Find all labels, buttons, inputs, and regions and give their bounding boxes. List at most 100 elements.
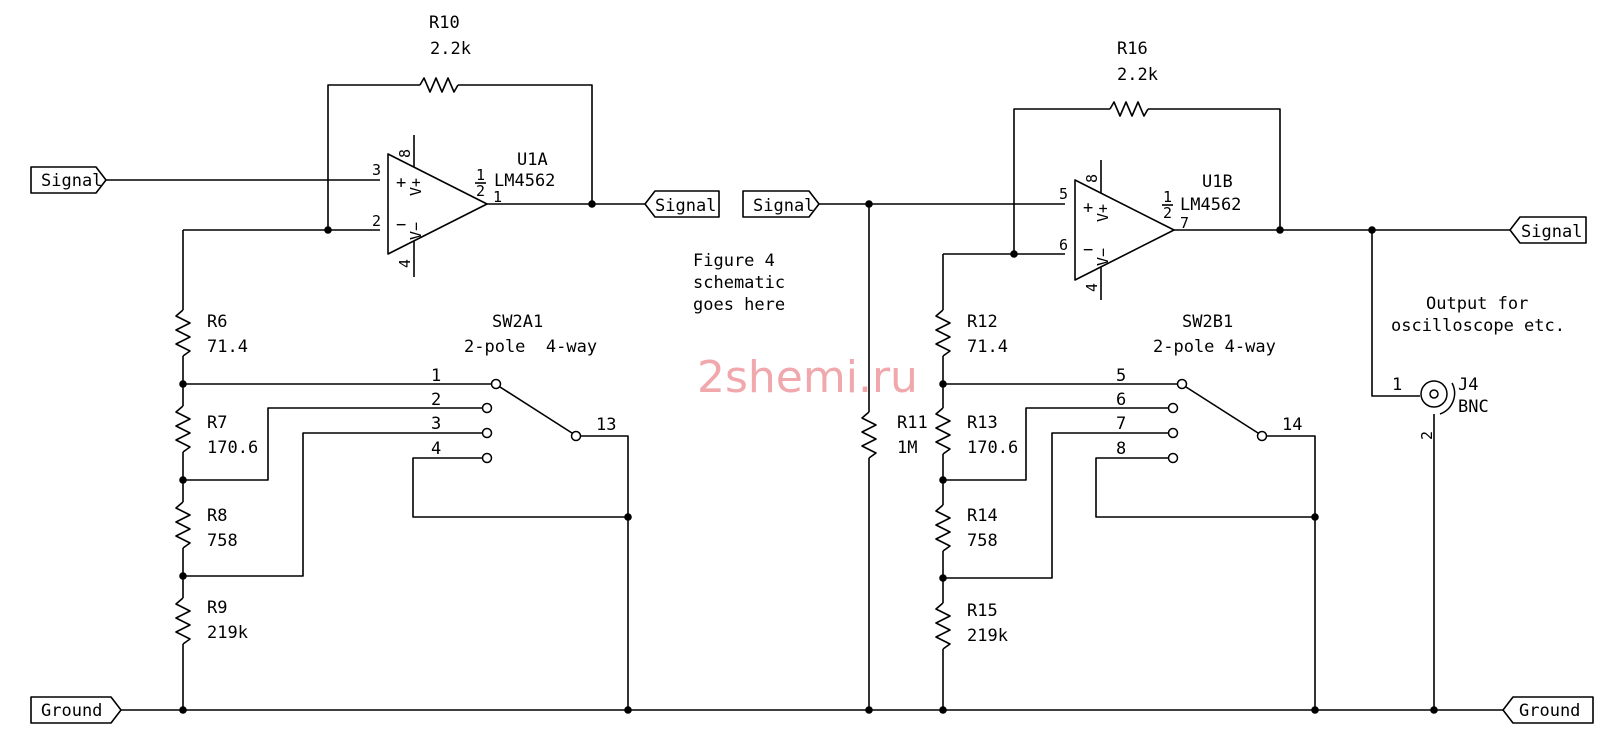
switch-pin-label: 8 [1116,439,1126,459]
switch-pin-label: 1 [431,366,441,386]
wire [183,432,482,577]
opamp-vplus-label: V+ [407,178,425,196]
bnc-note-line-2: oscilloscope etc. [1391,316,1565,336]
resistor-r8-value: 758 [207,531,238,551]
bnc-pin2-label: 2 [1418,431,1436,440]
resistor-r14-ref: R14 [967,506,998,526]
wire [458,84,593,204]
port-label: Signal [1521,222,1582,242]
switch-pin-label: 6 [1116,390,1126,410]
note-line-2: schematic [693,273,785,293]
junction-dot [939,476,947,484]
resistor-r6 [175,309,191,357]
opamp-vminus-label: V− [1094,248,1112,266]
resistor-r7-ref: R7 [207,413,227,433]
resistor-r16-value: 2.2k [1117,65,1158,85]
resistor-r7 [175,405,191,453]
switch-pin-label: 2 [431,390,441,410]
note-line-3: goes here [693,295,785,315]
bnc-connector-j4 [1420,380,1456,415]
wire [1013,108,1110,254]
junction-dot [1276,226,1284,234]
switch-contact [1167,427,1179,439]
resistor-r9 [175,597,191,645]
resistor-r16 [1109,101,1149,117]
junction-dot [324,226,332,234]
junction-dot [865,200,873,208]
switch-contact [481,402,493,414]
resistor-r15 [935,602,951,650]
watermark: 2shemi.ru [697,352,918,403]
port-signal-output-left: Signal [644,190,720,218]
port-label: Ground [1519,701,1580,721]
wire [943,407,1168,481]
junction-dot [179,706,187,714]
opamp-half-num: 1 [1163,188,1172,206]
resistor-r12-value: 71.4 [967,337,1008,357]
junction-dot [1010,250,1018,258]
resistor-r14-value: 758 [967,531,998,551]
resistor-r16-ref: R16 [1117,39,1148,59]
resistor-r12 [935,309,951,357]
resistor-r13 [935,407,951,455]
opamp-pin-out: 7 [1180,214,1189,232]
switch-pin-label: 5 [1116,366,1126,386]
switch-contact [1176,378,1188,390]
resistor-r13-value: 170.6 [967,438,1018,458]
resistor-r12-ref: R12 [967,312,998,332]
junction-dot [865,706,873,714]
opamp-pin-vee: 4 [396,259,414,268]
resistor-r11-value: 1M [897,438,917,458]
opamp-half-den: 2 [476,182,485,200]
bnc-pin1-label: 1 [1392,375,1402,395]
wire [412,457,628,518]
switch-pin-label: 7 [1116,414,1126,434]
switch-pin-label: 3 [431,414,441,434]
resistor-r6-value: 71.4 [207,337,248,357]
wire [327,84,420,230]
opamp-plus-sign: + [1083,198,1093,218]
opamp-ref-u1a: U1A [517,150,548,170]
switch-lever [1185,386,1259,434]
opamp-pin-plus: 5 [1059,185,1068,203]
resistor-r9-value: 219k [207,623,248,643]
resistor-r14 [935,504,951,552]
wire [183,407,482,481]
junction-dot [624,513,632,521]
opamp-pin-minus: 2 [372,212,381,230]
switch-common-label: 13 [596,415,616,435]
switch-common [1256,430,1268,442]
opamp-vplus-label: V+ [1094,204,1112,222]
resistor-r6-ref: R6 [207,312,227,332]
port-signal-output-right: Signal [1509,216,1587,244]
junction-dot [939,574,947,582]
junction-dot [939,380,947,388]
wire [1148,108,1281,230]
switch-ref-sw2b1: SW2B1 [1182,312,1233,332]
resistor-r10 [419,77,459,93]
junction-dot [1430,706,1438,714]
note-line-1: Figure 4 [693,251,775,271]
opamp-u1a: + − V+ V− 8 4 3 2 1 [372,135,502,277]
opamp-ref-u1b: U1B [1202,172,1233,192]
switch-contact [1167,402,1179,414]
junction-dot [1311,706,1319,714]
junction-dot [1311,513,1319,521]
resistor-r8-ref: R8 [207,506,227,526]
opamp-half-num: 1 [476,166,485,184]
wire [943,432,1168,579]
opamp-half-den: 2 [1163,204,1172,222]
port-ground-left: Ground [30,696,122,724]
resistor-r10-ref: R10 [429,13,460,33]
opamp-pin-out: 1 [493,188,502,206]
resistor-r15-ref: R15 [967,601,998,621]
wire [1267,435,1316,710]
resistor-r11 [861,411,877,459]
switch-pin-label: 4 [431,439,441,459]
wire [1371,230,1420,397]
port-signal-input-right: Signal [742,190,820,218]
switch-lever [499,386,573,434]
port-label: Signal [41,171,102,191]
junction-dot [588,200,596,208]
